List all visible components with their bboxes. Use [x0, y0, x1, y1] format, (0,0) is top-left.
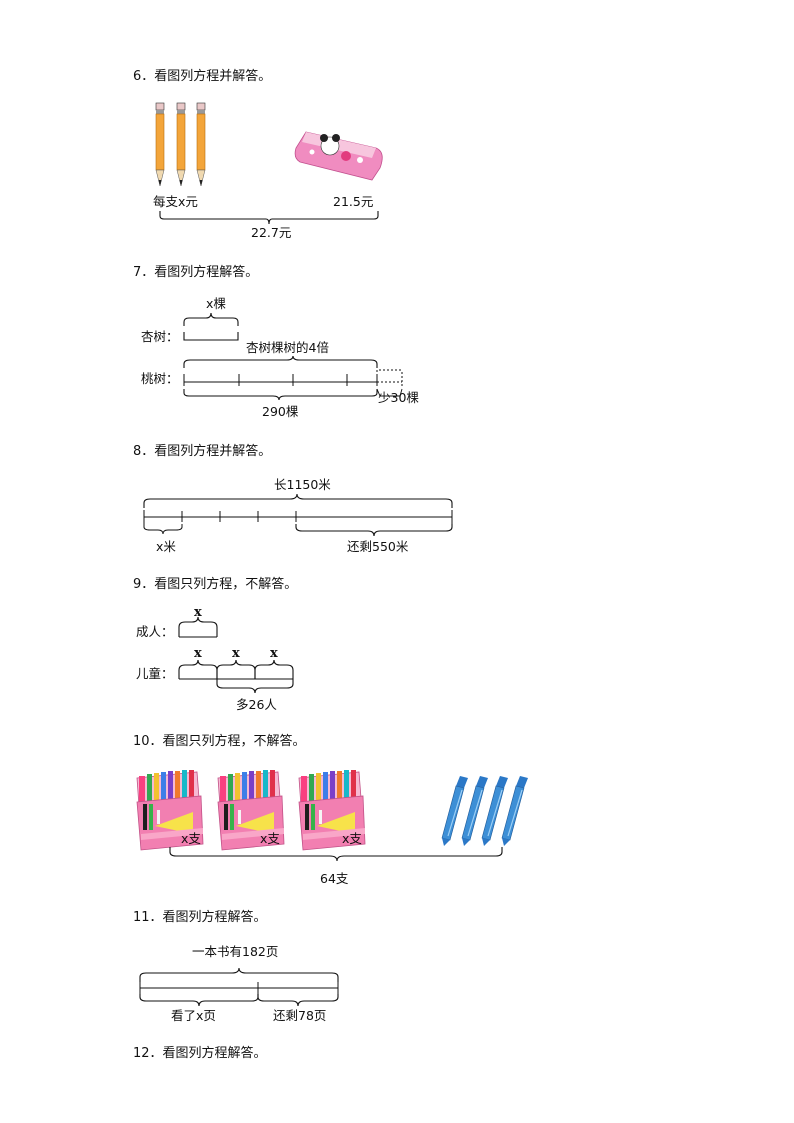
- pencil-case-icon: [294, 131, 383, 181]
- q12-title: 12．看图列方程解答。: [133, 1046, 267, 1061]
- q11-book-total: 一本书有182页: [192, 944, 279, 959]
- q9-child-x2: x: [232, 646, 240, 661]
- q7-apricot-segment: [183, 332, 239, 341]
- q9-adult-label: 成人：: [136, 624, 174, 639]
- q6-total-label: 22.7元: [251, 225, 292, 240]
- q10-title: 10．看图只列方程，不解答。: [133, 734, 306, 749]
- q7-title: 7．看图列方程解答。: [133, 265, 259, 280]
- q6-title: 6．看图列方程并解答。: [133, 69, 272, 84]
- pencil-icon: [155, 102, 165, 187]
- q9-child-label: 儿童：: [136, 666, 174, 681]
- pencil-icon: [196, 102, 206, 187]
- q7-apricot-label: 杏树：: [141, 329, 179, 344]
- q7-total: 290棵: [262, 404, 299, 419]
- q9-adult-x: x: [194, 605, 202, 620]
- q10-box2-label: x支: [260, 831, 280, 846]
- q6-case-label: 21.5元: [333, 194, 374, 209]
- q11-read: 看了x页: [171, 1008, 216, 1023]
- q8-x-label: x米: [156, 539, 176, 554]
- q8-remaining: 还剩550米: [347, 539, 409, 554]
- q6-pencil-label: 每支x元: [153, 194, 198, 209]
- q8-title: 8．看图列方程并解答。: [133, 444, 272, 459]
- q9-title: 9．看图只列方程，不解答。: [133, 577, 298, 592]
- q10-box1-label: x支: [181, 831, 201, 846]
- q7-apricot-x: x棵: [206, 296, 226, 311]
- q7-relation: 杏树棵树的4倍: [246, 340, 329, 355]
- q11-remaining: 还剩78页: [273, 1008, 327, 1023]
- q9-child-x3: x: [270, 646, 278, 661]
- q11-title: 11．看图列方程解答。: [133, 910, 267, 925]
- q9-more: 多26人: [236, 697, 277, 712]
- q7-peach-label: 桃树：: [141, 371, 179, 386]
- q8-length: 长1150米: [274, 477, 331, 492]
- q10-box3-label: x支: [342, 831, 362, 846]
- q6-total-brace: [159, 211, 379, 225]
- q9-child-x1: x: [194, 646, 202, 661]
- q10-total: 64支: [320, 871, 349, 886]
- q7-less: 少30棵: [378, 390, 419, 405]
- pencil-icon: [176, 102, 186, 187]
